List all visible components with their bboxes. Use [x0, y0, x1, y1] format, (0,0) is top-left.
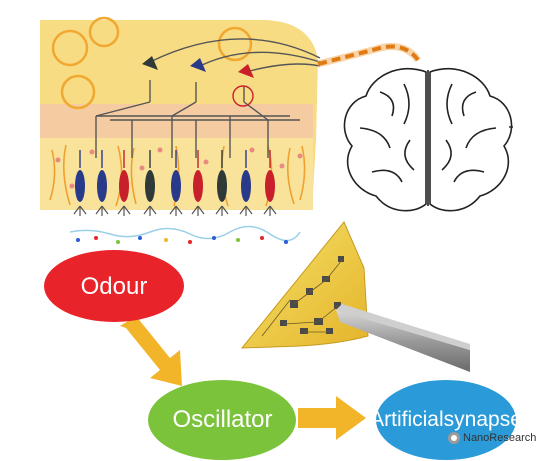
synapse-circle [232, 85, 254, 107]
odorant-molecules [69, 225, 301, 244]
artificial-synapse-label: Artificial synapse [370, 382, 522, 458]
olfactory-receptor-neurons [73, 150, 277, 216]
artificial-synapse-label-line2: synapse [443, 408, 522, 431]
watermark: NanoResearch [448, 432, 536, 444]
arrow-odour-to-oscillator [120, 316, 182, 386]
odour-node [44, 250, 184, 322]
arrow-oscillator-to-synapse [298, 396, 366, 440]
wechat-icon [448, 432, 460, 444]
flexible-circuit [240, 221, 369, 349]
signal-nerve-dashes [317, 44, 420, 66]
mitral-cells [142, 56, 254, 78]
tweezers-icon [336, 304, 470, 372]
oscillator-label: Oscillator [172, 406, 273, 433]
artificial-synapse-label-line1: Artificial [370, 408, 444, 431]
odour-label: Odour [80, 273, 148, 300]
oscillator-node [148, 380, 296, 460]
circuit-wires [95, 38, 321, 158]
artificial-synapse-node [376, 380, 516, 460]
brain-icon [343, 67, 513, 212]
watermark-text: NanoResearch [463, 432, 536, 444]
